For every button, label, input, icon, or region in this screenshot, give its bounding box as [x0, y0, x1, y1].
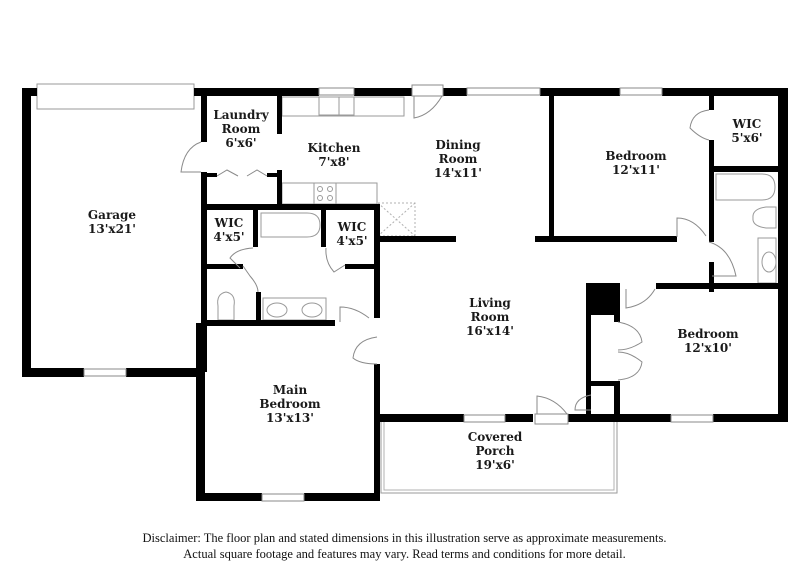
porch-outline [380, 420, 618, 494]
sink-icon [301, 302, 323, 318]
disclaimer-line-2: Actual square footage and features may v… [183, 547, 626, 561]
window [83, 368, 127, 377]
svg-text:WIC: WIC [337, 220, 367, 234]
svg-text:WIC: WIC [214, 216, 244, 230]
svg-text:4'x5': 4'x5' [213, 230, 244, 244]
fixtures [36, 83, 777, 494]
svg-text:5'x6': 5'x6' [731, 131, 762, 145]
windows [83, 87, 714, 502]
room-wic-1: WIC 4'x5' [213, 216, 244, 244]
bathtub-icon [260, 212, 321, 238]
svg-text:7'x8': 7'x8' [318, 155, 349, 169]
window [318, 87, 355, 96]
toilet-icon [217, 291, 235, 321]
svg-text:4'x5': 4'x5' [336, 234, 367, 248]
room-laundry: Laundry Room 6'x6' [213, 108, 269, 150]
svg-text:Room: Room [439, 152, 478, 166]
garage-door [36, 83, 195, 110]
svg-text:Room: Room [222, 122, 261, 136]
svg-text:Room: Room [471, 310, 510, 324]
room-garage: Garage 13'x21' [88, 208, 137, 236]
toilet-icon [752, 206, 777, 229]
window [466, 87, 541, 96]
room-bedroom-3: Bedroom 12'x10' [677, 327, 738, 355]
doors [180, 84, 737, 425]
bathtub-icon [715, 173, 776, 201]
svg-text:WIC: WIC [732, 117, 762, 131]
svg-text:Main: Main [273, 383, 308, 397]
sink-icon [266, 302, 288, 318]
svg-text:12'x11': 12'x11' [612, 163, 660, 177]
svg-text:Bedroom: Bedroom [677, 327, 738, 341]
svg-text:Laundry: Laundry [213, 108, 269, 122]
svg-text:19'x6': 19'x6' [475, 458, 515, 472]
svg-text:6'x6': 6'x6' [225, 136, 256, 150]
svg-text:16'x14': 16'x14' [466, 324, 514, 338]
room-labels: Garage 13'x21' Laundry Room 6'x6' Kitche… [88, 108, 763, 472]
room-dining: Dining Room 14'x11' [434, 138, 482, 180]
room-main-bedroom: Main Bedroom 13'x13' [259, 383, 320, 425]
sink-icon [761, 251, 777, 273]
disclaimer-line-1: Disclaimer: The floor plan and stated di… [142, 531, 667, 545]
svg-text:13'x21': 13'x21' [88, 222, 136, 236]
svg-text:14'x11': 14'x11' [434, 166, 482, 180]
window [619, 87, 663, 96]
svg-text:Porch: Porch [475, 444, 514, 458]
room-wic-2: WIC 4'x5' [336, 220, 367, 248]
room-wic-3: WIC 5'x6' [731, 117, 762, 145]
svg-text:Bedroom: Bedroom [259, 397, 320, 411]
svg-text:13'x13': 13'x13' [266, 411, 314, 425]
svg-text:12'x10': 12'x10' [684, 341, 732, 355]
room-kitchen: Kitchen 7'x8' [308, 141, 361, 169]
room-bedroom-2: Bedroom 12'x11' [605, 149, 666, 177]
room-covered-porch: Covered Porch 19'x6' [468, 430, 523, 472]
sink-right [338, 96, 355, 116]
svg-text:Dining: Dining [435, 138, 481, 152]
room-living: Living Room 16'x14' [466, 296, 514, 338]
svg-text:Garage: Garage [88, 208, 137, 222]
window [670, 414, 714, 423]
svg-text:Living: Living [469, 296, 511, 310]
svg-text:Kitchen: Kitchen [308, 141, 361, 155]
walls [22, 88, 788, 501]
window [261, 493, 305, 502]
svg-text:Bedroom: Bedroom [605, 149, 666, 163]
sink-left [318, 96, 340, 116]
window [463, 414, 506, 423]
stove-icon [313, 182, 337, 205]
svg-text:Covered: Covered [468, 430, 523, 444]
